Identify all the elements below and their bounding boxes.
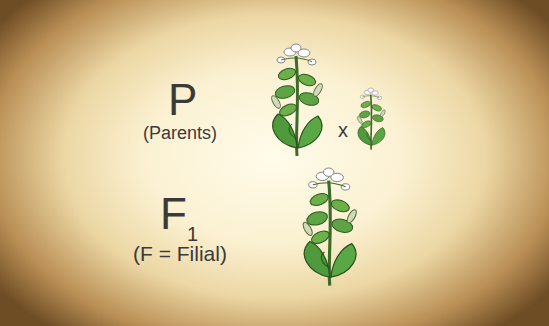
generation-symbol: P: [168, 78, 197, 122]
parent-plant-tall: [270, 44, 324, 156]
generation-symbol: F: [160, 192, 187, 236]
parent-plant-short: [356, 88, 386, 150]
generation-label: (F = Filial): [133, 243, 227, 264]
offspring-plant: [301, 168, 358, 286]
subscript-number: 1: [187, 224, 198, 244]
cross-symbol: x: [338, 120, 348, 140]
generation-label: (Parents): [143, 124, 217, 142]
